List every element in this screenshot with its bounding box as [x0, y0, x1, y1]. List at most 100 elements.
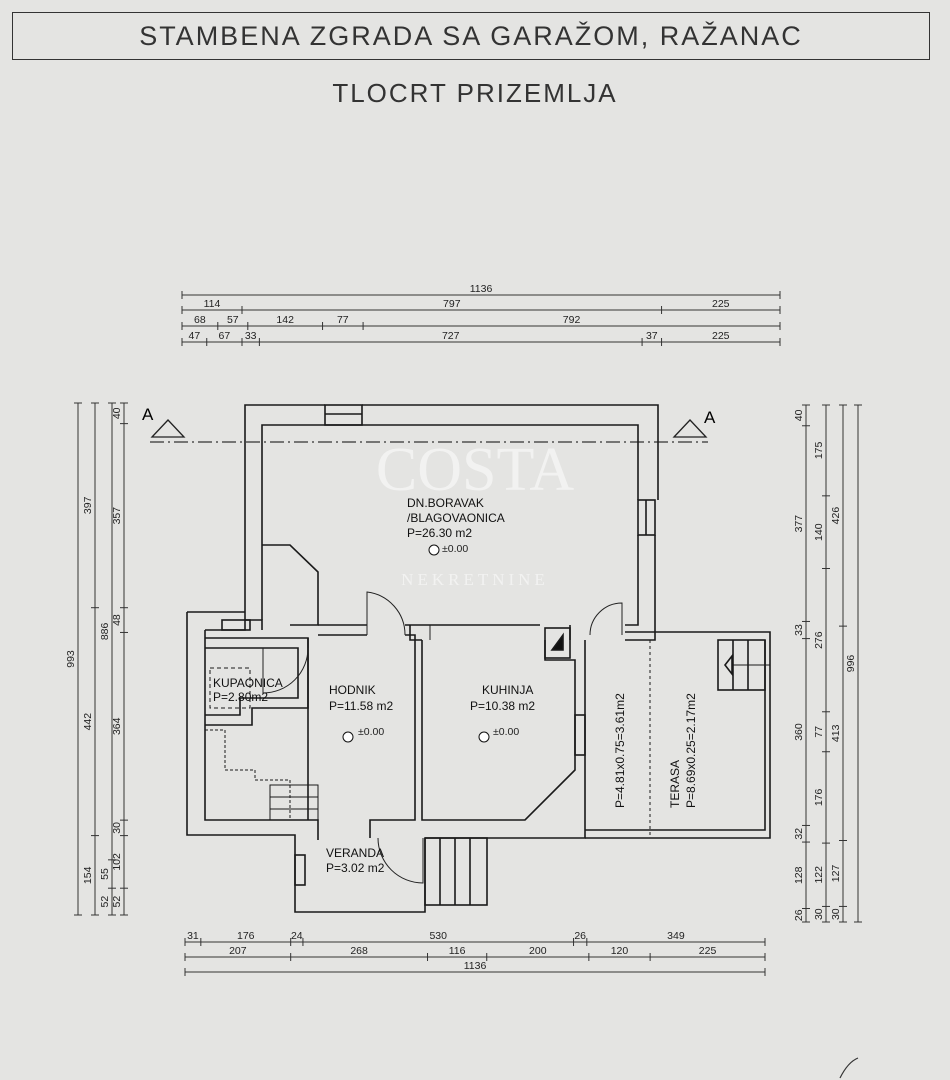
section-arrow-icon	[150, 419, 186, 438]
dimension-label: 128	[793, 866, 805, 884]
section-arrow-icon	[672, 419, 708, 438]
room-area: P=3.02 m2	[326, 861, 385, 875]
door-swing	[589, 602, 623, 636]
dimension-label: 24	[291, 930, 303, 942]
room-area: P=26.30 m2	[407, 526, 472, 540]
dimension-label: 26	[793, 909, 805, 921]
pen-mark	[839, 1057, 859, 1079]
dimension-label: 116	[449, 945, 466, 957]
room-level: ±0.00	[442, 543, 468, 555]
room-bathroom: KUPAONICA P=2.80m2	[213, 676, 283, 704]
dimension-label: 142	[276, 314, 294, 326]
dimension-label: 30	[813, 908, 825, 920]
dimension-label: 397	[82, 496, 94, 514]
room-name: DN.BORAVAK	[407, 496, 484, 510]
dimension-label: 360	[793, 723, 805, 741]
dimension-label: 67	[219, 330, 231, 342]
room-area: P=11.58 m2	[329, 699, 393, 713]
dimension-label: 357	[111, 507, 123, 525]
drawing-title: STAMBENA ZGRADA SA GARAŽOM, RAŽANAC	[139, 20, 803, 51]
level-marker-icon	[478, 731, 490, 743]
dimension-label: 176	[237, 930, 255, 942]
room-area: P=4.81x0.75=3.61m2	[613, 693, 627, 808]
dimension-label: 48	[111, 614, 123, 626]
dimension-label: 797	[443, 298, 461, 310]
section-label-right: A	[704, 408, 716, 427]
room-kitchen: KUHINJA P=10.38 m2 ±0.00	[470, 683, 535, 743]
room-area: P=10.38 m2	[470, 699, 535, 713]
dimension-label: 364	[111, 717, 123, 735]
dimension-label: 120	[611, 945, 629, 957]
watermark-logo: COSTA	[376, 436, 575, 504]
stair-arrow-icon	[723, 653, 733, 677]
dimension-label: 426	[830, 507, 842, 525]
section-line-a: A A	[142, 405, 716, 443]
dimension-label: 996	[845, 655, 857, 673]
room-terrace-strip: P=4.81x0.75=3.61m2	[613, 693, 627, 808]
dimension-label: 886	[99, 623, 111, 641]
room-hallway: HODNIK P=11.58 m2 ±0.00	[329, 683, 393, 743]
dimension-label: 33	[245, 330, 257, 342]
room-living-dining: DN.BORAVAK /BLAGOVAONICA P=26.30 m2 ±0.0…	[407, 496, 505, 556]
dimension-label: 32	[793, 828, 805, 840]
walls	[186, 404, 771, 913]
dimension-label: 127	[830, 865, 842, 883]
dimension-label: 993	[65, 650, 77, 668]
room-name: KUHINJA	[482, 683, 533, 697]
room-terrace: TERASA P=8.69x0.25=2.17m2	[668, 693, 698, 808]
dimension-label: 154	[82, 866, 94, 884]
room-name: HODNIK	[329, 683, 376, 697]
dimension-label: 442	[82, 713, 94, 731]
dimension-label: 30	[111, 822, 123, 834]
watermark-logo-sub: NEKRETNINE	[401, 570, 549, 589]
dimension-label: 122	[813, 866, 825, 884]
dimension-label: 40	[793, 409, 805, 421]
dimension-label: 77	[813, 726, 825, 738]
dimension-label: 77	[337, 314, 349, 326]
dimension-label: 26	[574, 930, 586, 942]
dimension-label: 413	[830, 724, 842, 742]
dimension-label: 52	[111, 896, 123, 908]
room-name: VERANDA	[326, 846, 384, 860]
dimension-label: 349	[667, 930, 685, 942]
door-swing	[262, 647, 309, 694]
room-name: KUPAONICA	[213, 676, 283, 690]
dimension-label: 176	[813, 789, 825, 807]
dimension-label: 792	[563, 314, 581, 326]
dimension-label: 55	[99, 868, 111, 880]
dimension-label: 140	[813, 523, 825, 541]
drawing-title-box: STAMBENA ZGRADA SA GARAŽOM, RAŽANAC	[12, 12, 930, 60]
section-label-left: A	[142, 405, 154, 424]
room-level: ±0.00	[358, 726, 384, 738]
dimension-label: 225	[699, 945, 717, 957]
dimension-label: 31	[187, 930, 199, 942]
drawing-subtitle: TLOCRT PRIZEMLJA	[332, 78, 618, 108]
dimension-label: 40	[111, 407, 123, 419]
dimension-label: 68	[194, 314, 206, 326]
dimension-label: 530	[429, 930, 447, 942]
room-level: ±0.00	[493, 726, 519, 738]
level-marker-icon	[428, 544, 440, 556]
dimension-label: 102	[111, 853, 123, 871]
dimension-label: 33	[793, 624, 805, 636]
dimension-label: 57	[227, 314, 239, 326]
dimension-label: 52	[99, 896, 111, 908]
dimension-label: 30	[830, 908, 842, 920]
dimension-label: 276	[813, 631, 825, 649]
door-swing	[366, 591, 406, 636]
dimension-label: 200	[529, 945, 547, 957]
doors	[262, 591, 623, 884]
dimension-label: 225	[712, 330, 730, 342]
door-swing	[377, 837, 424, 884]
dimension-label: 47	[189, 330, 201, 342]
room-area: P=2.80m2	[213, 690, 268, 704]
dimension-label: 1136	[470, 283, 493, 295]
dimension-label: 207	[229, 945, 247, 957]
dimension-label: 225	[712, 298, 730, 310]
dimension-label: 377	[793, 515, 805, 533]
room-name: TERASA	[668, 760, 682, 808]
room-name-2: /BLAGOVAONICA	[407, 511, 505, 525]
room-area: P=8.69x0.25=2.17m2	[684, 693, 698, 808]
